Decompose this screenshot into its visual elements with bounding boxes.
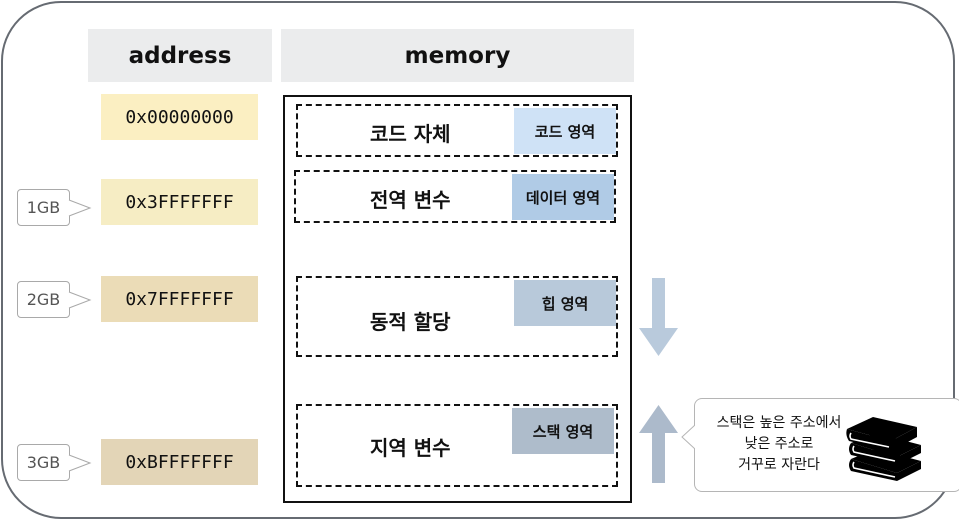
code-segment <box>296 104 618 157</box>
note-line: 거꾸로 자란다 <box>738 457 820 473</box>
address-header: address <box>88 29 272 82</box>
stack-segment <box>296 404 618 487</box>
note-text: 스택은 높은 주소에서 낮은 주소로 거꾸로 자란다 <box>695 413 863 476</box>
bubble-pointer-icon <box>681 424 700 450</box>
segment-tag: 스택 영역 <box>512 408 614 454</box>
gb-label: 2GB <box>17 281 70 318</box>
memory-block <box>283 95 632 503</box>
segment-label: 동적 할당 <box>370 310 451 334</box>
gb-label: 3GB <box>17 444 70 481</box>
segment-label: 코드 자체 <box>370 122 451 146</box>
callout-pointer-icon <box>68 199 92 217</box>
stack-grow-up-arrow-icon <box>639 405 678 483</box>
heap-grow-down-arrow-icon <box>639 278 678 356</box>
callout-pointer-icon <box>68 291 92 309</box>
address-cell: 0x00000000 <box>101 94 258 140</box>
books-icon <box>846 417 921 481</box>
segment-tag: 데이터 영역 <box>512 174 614 220</box>
address-cell: 0xBFFFFFFF <box>101 439 258 485</box>
gb-label: 1GB <box>17 189 70 226</box>
address-cell: 0x7FFFFFFF <box>101 276 258 322</box>
address-cell: 0x3FFFFFFF <box>101 179 258 225</box>
stack-note-bubble: 스택은 높은 주소에서 낮은 주소로 거꾸로 자란다 <box>694 398 959 492</box>
segment-label: 전역 변수 <box>370 188 451 212</box>
note-line: 스택은 높은 주소에서 <box>716 415 842 431</box>
segment-label: 지역 변수 <box>370 436 451 460</box>
memory-header: memory <box>281 29 634 82</box>
note-line: 낮은 주소로 <box>744 436 814 452</box>
callout-pointer-icon <box>68 454 92 472</box>
segment-tag: 코드 영역 <box>514 108 616 154</box>
data-segment <box>294 170 616 223</box>
segment-tag: 힙 영역 <box>514 280 616 326</box>
heap-segment <box>296 276 618 357</box>
